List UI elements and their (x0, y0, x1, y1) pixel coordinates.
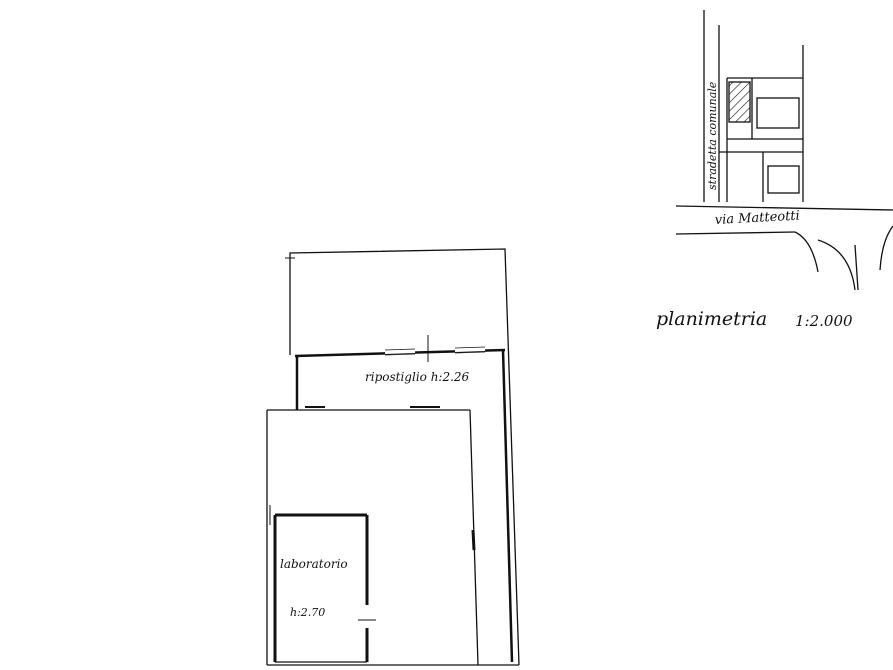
property-hatched (728, 81, 751, 123)
curb-curve-left (794, 231, 819, 273)
curb-curve-right (879, 225, 893, 271)
opening-mark-right (471, 529, 476, 551)
street-label: via Matteotti (714, 209, 800, 228)
curb-line (854, 244, 859, 291)
curb-curve-mid (817, 239, 856, 291)
plan-title: planimetria (656, 308, 768, 330)
room-label-ripostiglio: ripostiglio h:2.26 (365, 370, 470, 384)
window-line-1b (384, 353, 416, 356)
scale-label: 1:2.000 (795, 312, 853, 330)
street-line-bottom (675, 231, 796, 235)
window-gap-2 (454, 347, 486, 352)
floor-plan (266, 248, 520, 666)
room-label-laboratorio: laboratorio (280, 557, 348, 571)
side-street-label: stradetta comunale (706, 81, 719, 190)
street-line-top (675, 205, 893, 211)
ripostiglio-wall-right (501, 349, 514, 663)
window-gap-1 (384, 349, 416, 354)
site-plan (675, 10, 893, 291)
building-upper (756, 97, 800, 129)
window-line-1a (384, 348, 416, 351)
window-line-2a (454, 346, 486, 349)
window-line-2b (454, 351, 486, 354)
room-height-laboratorio: h:2.70 (290, 606, 326, 619)
property-boundary (289, 248, 520, 666)
building-lower (767, 165, 800, 194)
